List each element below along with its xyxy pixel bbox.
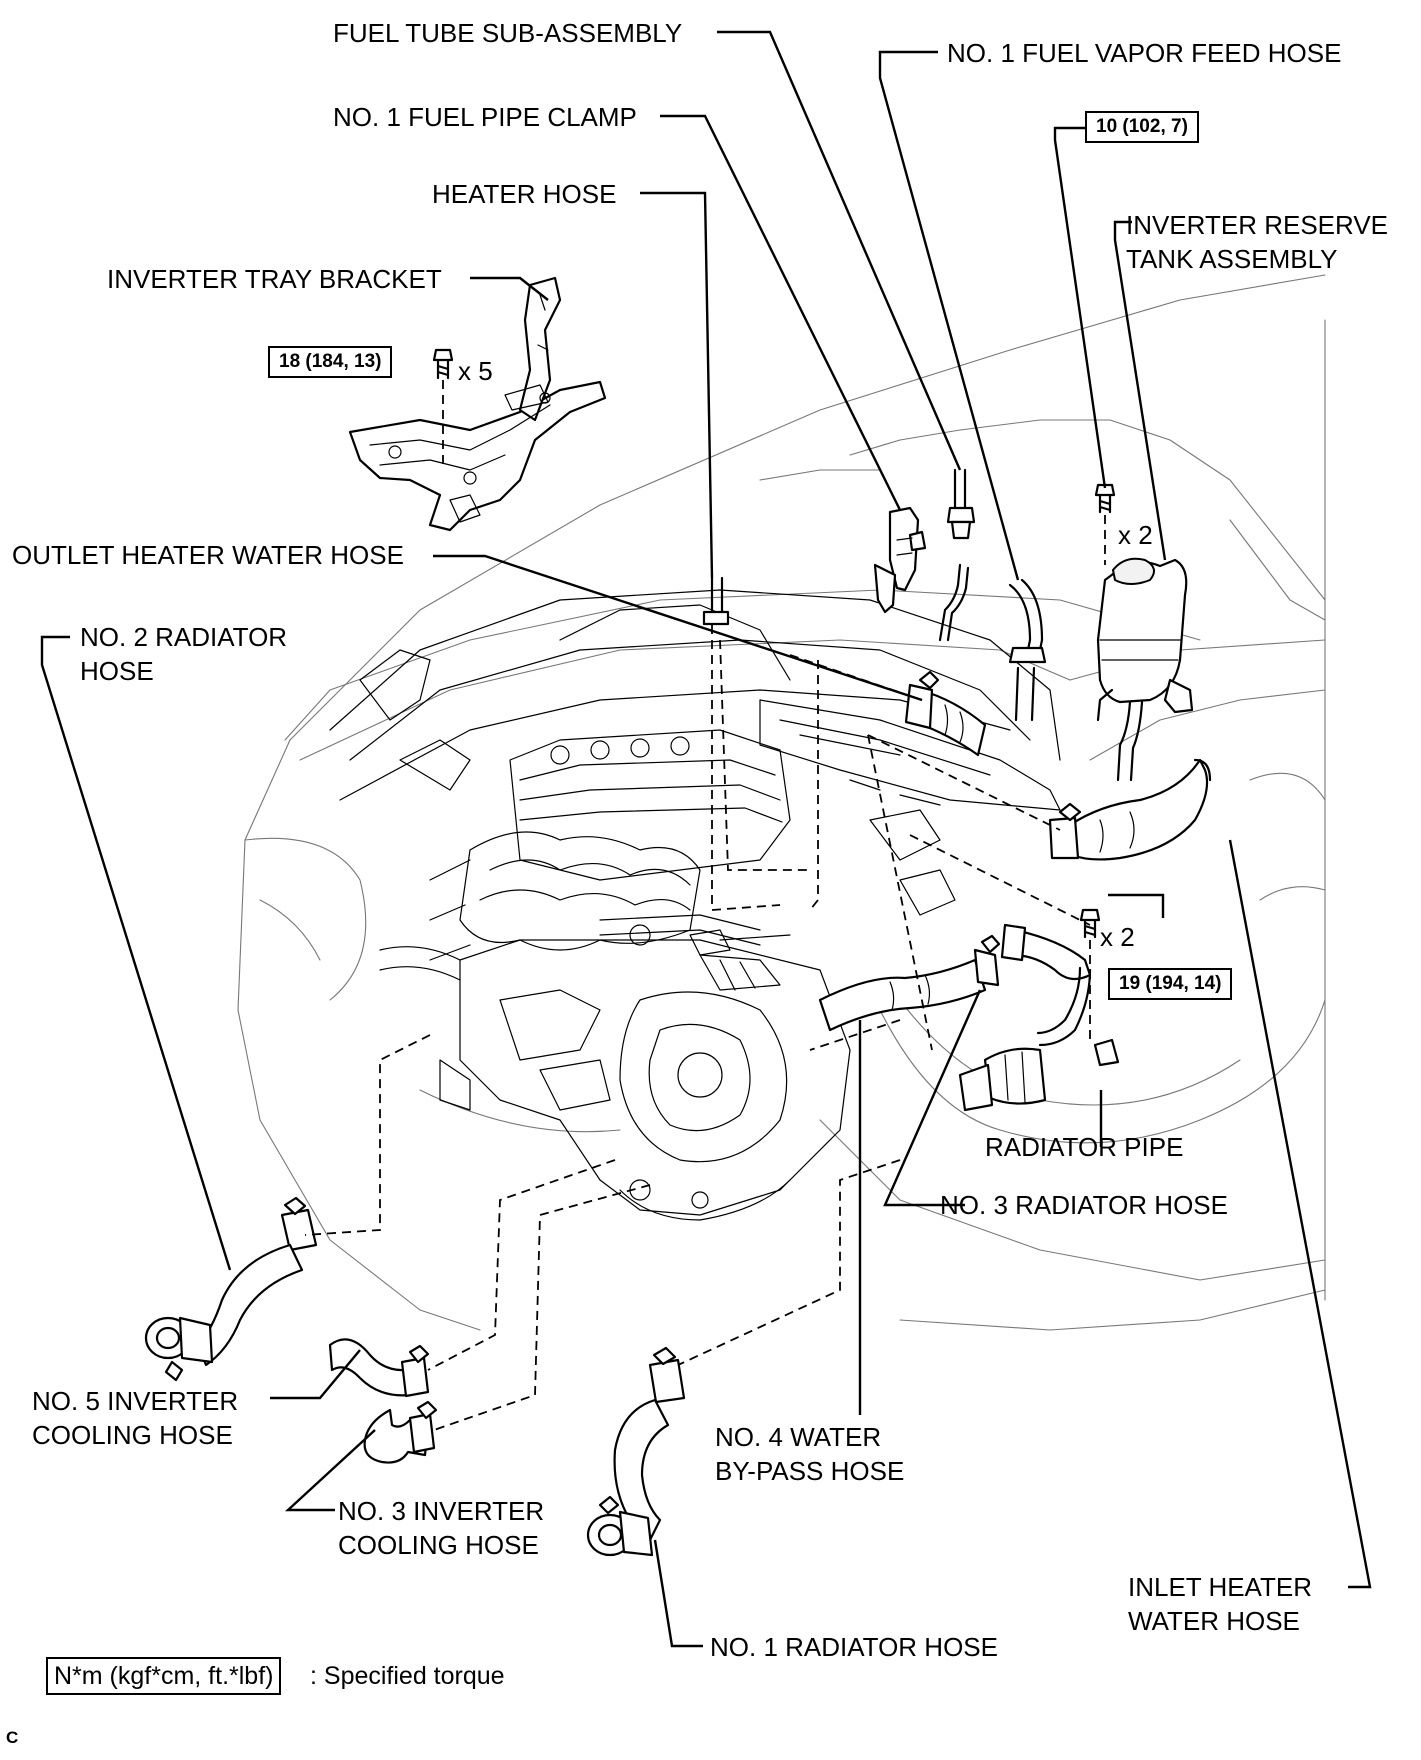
- no2-radiator-hose-part: [144, 1196, 318, 1382]
- qty-tank-bolts: x 2: [1118, 520, 1153, 550]
- label-inlet-heater-water-hose: INLET HEATER WATER HOSE: [1128, 1572, 1312, 1636]
- engine-assembly-illustration: [329, 589, 1061, 1221]
- figure-code: C: [6, 1728, 19, 1747]
- no3-inverter-cooling-hose-part: [363, 1400, 438, 1464]
- torque-tank-bolt: 10 (102, 7): [1085, 111, 1199, 143]
- label-inverter-tray-bracket: INVERTER TRAY BRACKET: [107, 264, 442, 294]
- radiator-pipe-part: [958, 923, 1120, 1112]
- no1-radiator-hose-part: [586, 1346, 686, 1557]
- qty-pipe-bolts: x 2: [1100, 922, 1135, 952]
- pipe-bolt-icon: [1079, 908, 1101, 939]
- outlet-heater-water-hose-part: [904, 670, 987, 757]
- fuel-vapor-feed-hose-part: [1008, 578, 1047, 722]
- label-no3-radiator-hose: NO. 3 RADIATOR HOSE: [940, 1190, 1228, 1220]
- fuel-tube-part: [938, 468, 976, 642]
- qty-bracket-bolts: x 5: [458, 356, 493, 386]
- label-outlet-heater-water-hose: OUTLET HEATER WATER HOSE: [12, 540, 404, 570]
- inlet-heater-water-hose-part: [1048, 758, 1212, 861]
- label-inverter-reserve-tank: INVERTER RESERVE TANK ASSEMBLY: [1126, 210, 1389, 274]
- no4-water-bypass-hose-part: [818, 934, 1001, 1032]
- inverter-tray-bracket-part: [348, 276, 607, 532]
- inverter-reserve-tank-part: [1096, 557, 1194, 782]
- tank-bolt-icon: [1094, 483, 1116, 514]
- label-no1-radiator-hose: NO. 1 RADIATOR HOSE: [710, 1632, 998, 1662]
- bracket-bolt-icon: [432, 348, 454, 380]
- legend-description: : Specified torque: [310, 1662, 505, 1690]
- label-no4-water-bypass-hose: NO. 4 WATER BY-PASS HOSE: [715, 1422, 905, 1486]
- torque-pipe-bolt: 19 (194, 14): [1108, 968, 1233, 1000]
- connection-dashed-lines: [304, 625, 1091, 1431]
- label-no3-inverter-cooling-hose: NO. 3 INVERTER COOLING HOSE: [338, 1496, 545, 1560]
- label-fuel-tube-sub-assembly: FUEL TUBE SUB-ASSEMBLY: [333, 18, 683, 48]
- label-radiator-pipe: RADIATOR PIPE: [985, 1132, 1184, 1162]
- legend-torque-unit-box: N*m (kgf*cm, ft.*lbf): [46, 1657, 282, 1695]
- label-heater-hose: HEATER HOSE: [432, 179, 617, 209]
- label-fuel-vapor-feed-hose: NO. 1 FUEL VAPOR FEED HOSE: [947, 38, 1342, 68]
- fuel-pipe-clamp-part: [873, 506, 927, 614]
- no5-inverter-cooling-hose-part: [328, 1338, 430, 1398]
- heater-hose-part: [702, 576, 730, 626]
- leader-lines: [40, 30, 1372, 1648]
- label-fuel-pipe-clamp: NO. 1 FUEL PIPE CLAMP: [333, 102, 637, 132]
- label-no2-radiator-hose: NO. 2 RADIATOR HOSE: [80, 622, 288, 686]
- label-no5-inverter-cooling-hose: NO. 5 INVERTER COOLING HOSE: [32, 1386, 239, 1450]
- torque-bracket-bolt: 18 (184, 13): [268, 346, 393, 378]
